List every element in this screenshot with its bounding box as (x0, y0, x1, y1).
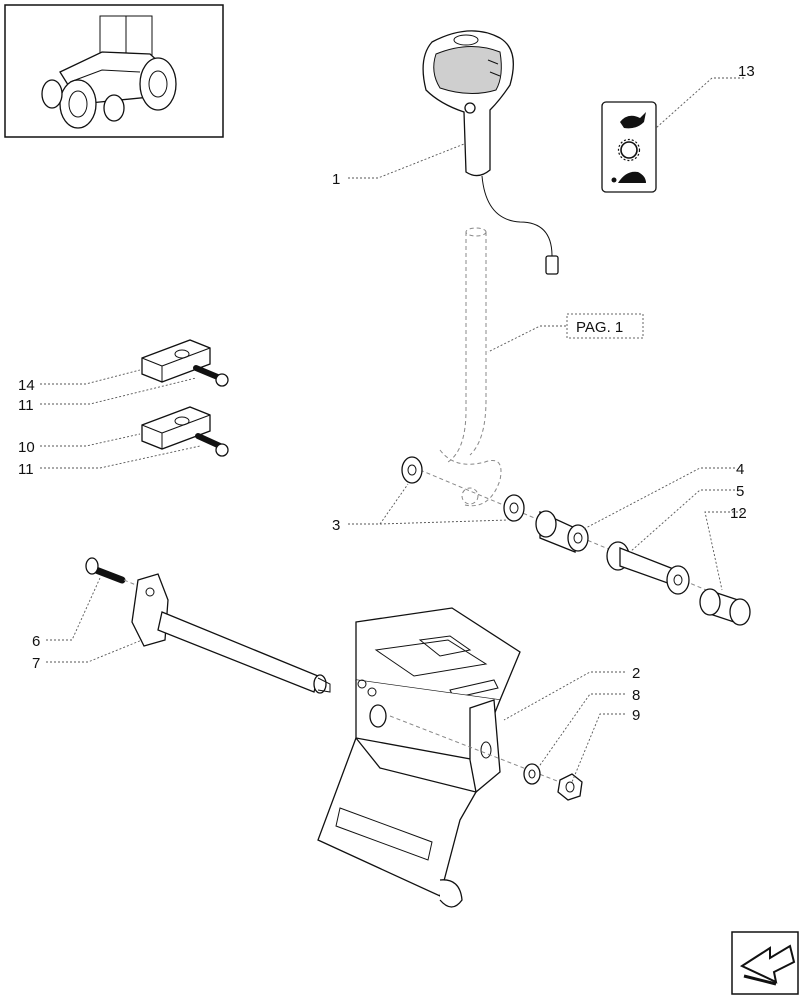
callout-9: 9 (632, 707, 640, 724)
hare-icon (620, 112, 646, 129)
gear-knob[interactable] (422, 30, 559, 275)
callout-5: 5 (736, 483, 744, 500)
callout-labels: 1 2 3 4 5 6 7 8 9 10 11 11 12 13 14 (18, 63, 755, 724)
bolt-6[interactable] (85, 557, 126, 584)
page-reference-link[interactable]: PAG. 1 (566, 313, 644, 339)
callout-6: 6 (32, 633, 40, 650)
nut-9[interactable] (557, 773, 583, 801)
tractor-thumbnail-icon[interactable] (4, 4, 224, 138)
spacer-4[interactable] (535, 510, 589, 553)
bolt-upper[interactable] (193, 365, 229, 387)
callout-11-upper: 11 (18, 397, 34, 414)
callout-1: 1 (332, 171, 340, 188)
clamp-upper[interactable] (141, 339, 211, 383)
clamp-lower[interactable] (141, 406, 211, 450)
next-page-arrow-icon[interactable] (731, 931, 799, 995)
callout-10: 10 (18, 439, 35, 456)
bolt-lower[interactable] (195, 433, 229, 457)
bushing-right[interactable] (503, 494, 525, 522)
gear-icon (617, 138, 641, 162)
callout-3: 3 (332, 517, 340, 534)
callout-4: 4 (736, 461, 744, 478)
shaft-7[interactable] (131, 573, 331, 694)
spacer-5[interactable] (606, 541, 690, 595)
callout-11-lower: 11 (18, 461, 34, 478)
callout-13: 13 (738, 63, 755, 80)
lever-reference-ghost (439, 227, 502, 507)
callout-14: 14 (18, 377, 35, 394)
bracket-2[interactable] (317, 607, 521, 908)
leader-lines (40, 77, 744, 783)
sleeve-12[interactable] (699, 588, 751, 626)
tortoise-icon (611, 171, 646, 183)
callout-2: 2 (632, 665, 640, 682)
callout-12: 12 (730, 505, 747, 522)
bushing-left[interactable] (401, 456, 423, 484)
callout-7: 7 (32, 655, 40, 672)
page-reference-label: PAG. 1 (576, 319, 623, 336)
callout-8: 8 (632, 687, 640, 704)
washer-8[interactable] (523, 763, 541, 785)
speed-decal (601, 101, 657, 193)
